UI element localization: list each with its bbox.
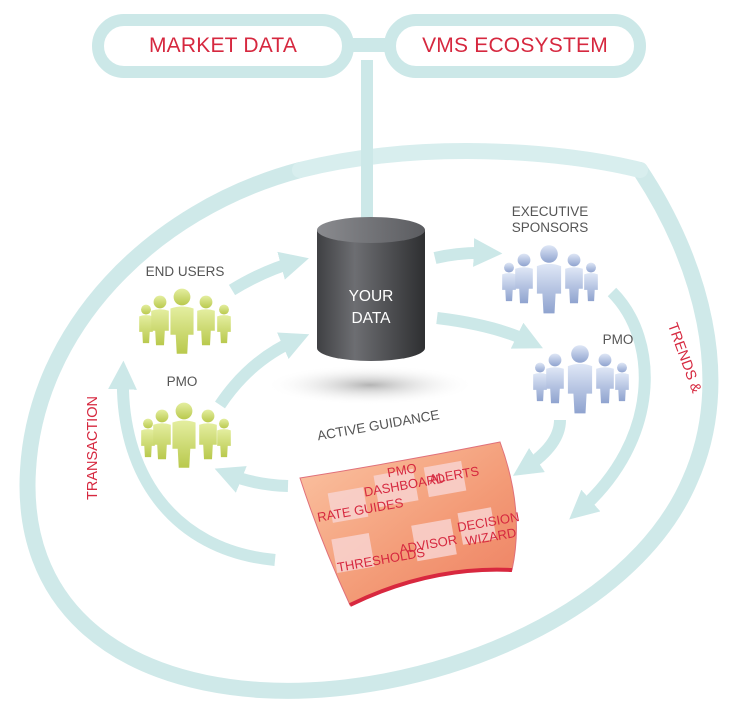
vms-ecosystem-label: VMS ECOSYSTEM	[422, 34, 608, 57]
active-guidance-sheet	[299, 441, 517, 607]
outer-loop	[19, 143, 719, 699]
arrow-endusers-to-data	[228, 251, 309, 296]
transaction-label: TRANSACTION	[85, 396, 101, 500]
market-data-label: MARKET DATA	[148, 34, 298, 57]
arrow-guidance-to-endusers	[108, 360, 276, 566]
arrow-executives-to-guidance	[569, 287, 651, 520]
executive-sponsors-label: EXECUTIVE SPONSORS	[490, 204, 610, 236]
your-data-label: YOUR DATA	[320, 286, 422, 330]
database-shadow	[265, 365, 475, 405]
pmo-left-label: PMO	[166, 374, 198, 389]
database-icon	[317, 217, 425, 361]
vms-ecosystem-pill: VMS ECOSYSTEM	[384, 14, 646, 78]
end-users-icon	[139, 288, 231, 354]
pmo-left-icon	[141, 402, 231, 468]
executive-line2: SPONSORS	[511, 220, 589, 235]
arrow-data-to-pmo	[436, 312, 543, 349]
market-data-pill: MARKET DATA	[92, 14, 354, 78]
executive-line1: EXECUTIVE	[511, 204, 589, 219]
arrow-guidance-to-pmo	[214, 466, 289, 493]
arrow-pmo-to-guidance	[512, 419, 566, 476]
pmo-right-label: PMO	[602, 332, 634, 347]
end-users-label: END USERS	[145, 264, 225, 279]
arrow-data-to-executives	[433, 238, 503, 267]
your-data-line1: YOUR	[348, 288, 394, 305]
pmo-right-icon	[533, 345, 629, 414]
arrow-pmo-to-data	[215, 332, 310, 409]
executive-sponsors-icon	[502, 245, 598, 314]
your-data-line2: DATA	[351, 310, 391, 327]
flow-arrows	[108, 238, 651, 566]
